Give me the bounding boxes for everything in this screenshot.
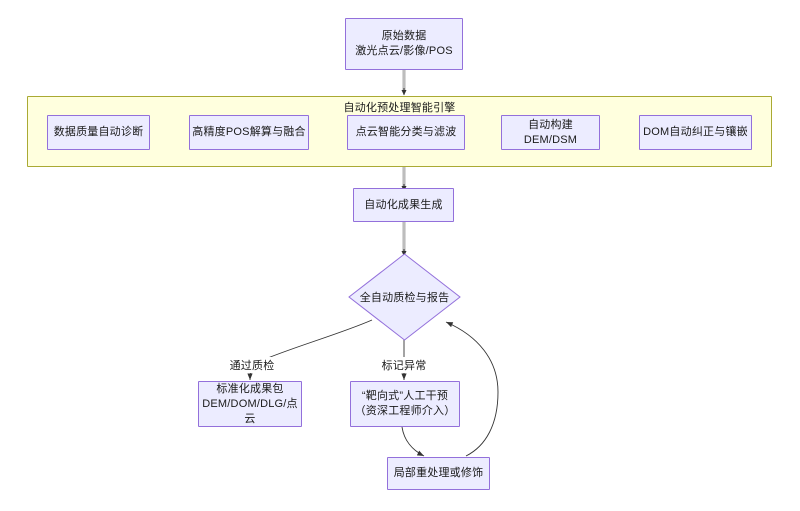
node-standard-package-line2: DEM/DOM/DLG/点云 [202, 397, 298, 425]
node-build-dem-dsm[interactable]: 自动构建DEM/DSM [501, 115, 600, 150]
node-local-reprocess[interactable]: 局部重处理或修饰 [387, 457, 490, 490]
edge-label-flag-anomaly: 标记异常 [380, 357, 428, 373]
node-raw-data-line1: 原始数据 [381, 30, 427, 42]
node-auto-product[interactable]: 自动化成果生成 [353, 188, 454, 222]
node-standard-package-line1: 标准化成果包 [216, 382, 284, 395]
node-qc-decision[interactable]: 全自动质检与报告 [348, 253, 461, 341]
node-dom-correct[interactable]: DOM自动纠正与镶嵌 [639, 115, 752, 150]
node-raw-data-line2: 激光点云/影像/POS [355, 45, 453, 57]
node-auto-product-label: 自动化成果生成 [364, 198, 443, 211]
node-qc-diagnosis[interactable]: 数据质量自动诊断 [47, 115, 150, 150]
node-pos-solve[interactable]: 高精度POS解算与融合 [189, 115, 309, 150]
node-pos-solve-label: 高精度POS解算与融合 [192, 126, 306, 138]
node-manual-intervention-line1: “靶向式”人工干预 [361, 390, 449, 402]
node-build-dem-dsm-label: 自动构建DEM/DSM [523, 118, 578, 146]
node-pointcloud-classify-label: 点云智能分类与滤波 [355, 126, 457, 138]
node-qc-diagnosis-label: 数据质量自动诊断 [53, 126, 144, 138]
diamond-shape [348, 253, 461, 341]
node-local-reprocess-label: 局部重处理或修饰 [393, 467, 484, 479]
node-dom-correct-label: DOM自动纠正与镶嵌 [643, 126, 748, 138]
node-pointcloud-classify[interactable]: 点云智能分类与滤波 [347, 115, 465, 150]
node-manual-intervention-line2: （资深工程师介入） [354, 405, 456, 417]
node-manual-intervention[interactable]: “靶向式”人工干预 （资深工程师介入） [350, 381, 460, 427]
cluster-title: 自动化预处理智能引擎 [343, 102, 456, 114]
edge-manual-to-reprocess [401, 426, 425, 457]
node-raw-data[interactable]: 原始数据 激光点云/影像/POS [345, 18, 463, 70]
edge-label-pass-qc: 通过质检 [228, 357, 276, 373]
node-standard-package[interactable]: 标准化成果包 DEM/DOM/DLG/点云 [198, 381, 302, 427]
